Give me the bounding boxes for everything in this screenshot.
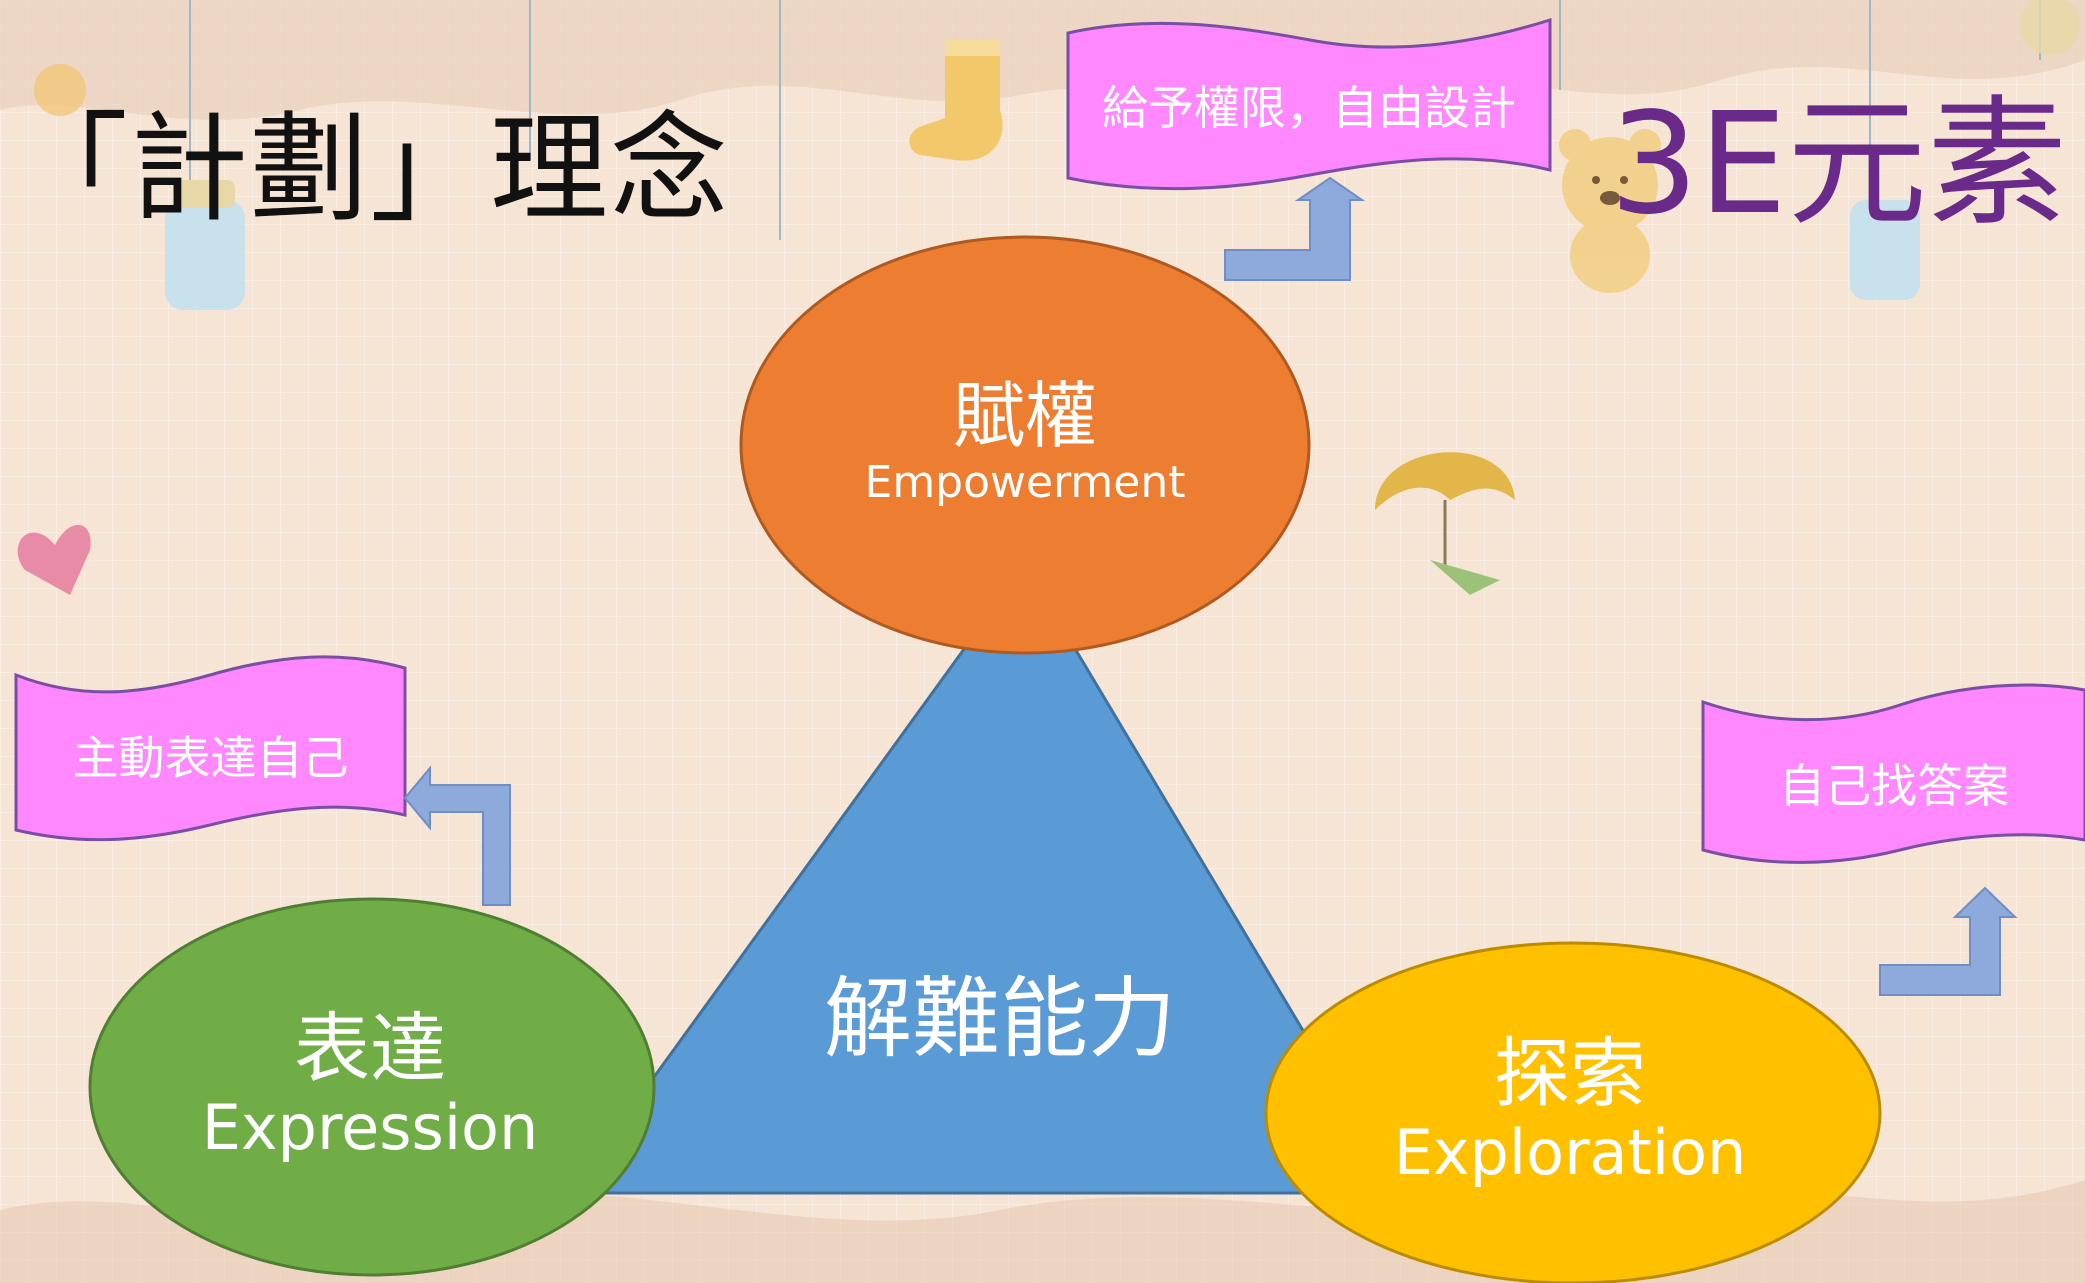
exploration-arrow-icon	[1879, 886, 2018, 996]
baby-bottle-icon	[165, 180, 245, 310]
expression-en-label: Expression	[201, 1091, 539, 1165]
exploration-banner-text: 自己找答案	[1779, 759, 2009, 813]
empowerment-arrow-icon	[1224, 176, 1366, 281]
empowerment-zh-label: 賦權	[952, 374, 1097, 458]
exploration-banner	[1701, 683, 2085, 864]
umbrella-icon	[1375, 452, 1515, 595]
expression-banner	[14, 655, 407, 842]
rattle-icon	[34, 64, 86, 116]
problem-solving-triangle	[567, 562, 1403, 1195]
expression-banner-text: 主動表達自己	[72, 731, 349, 785]
problem-solving-label: 解難能力	[823, 967, 1176, 1070]
sock-icon	[909, 40, 1003, 161]
empowerment-banner-text: 給予權限，自由設計	[1102, 81, 1516, 135]
expression-arrow-icon	[403, 765, 511, 906]
empowerment-node: 賦權 Empowerment	[800, 375, 1250, 508]
page-title: 「計劃」理念	[10, 100, 731, 238]
exploration-zh-label: 探索	[1494, 1029, 1646, 1118]
expression-node: 表達 Expression	[140, 1005, 600, 1164]
exploration-en-label: Exploration	[1393, 1116, 1747, 1190]
empowerment-banner	[1066, 17, 1552, 191]
heart-icon	[17, 524, 91, 595]
pacifier-icon	[2020, 0, 2080, 55]
empowerment-en-label: Empowerment	[864, 456, 1186, 508]
top-cloud-band	[0, 0, 2085, 120]
empowerment-ellipse	[739, 235, 1311, 655]
baby-bottle-right-icon	[1850, 200, 1920, 300]
expression-ellipse	[88, 897, 656, 1277]
exploration-node: 探索 Exploration	[1340, 1030, 1800, 1189]
exploration-ellipse	[1264, 941, 1882, 1283]
page-subtitle: 3E元素	[1609, 83, 2067, 246]
expression-zh-label: 表達	[294, 1004, 446, 1093]
teddy-bear-icon	[1559, 129, 1661, 293]
